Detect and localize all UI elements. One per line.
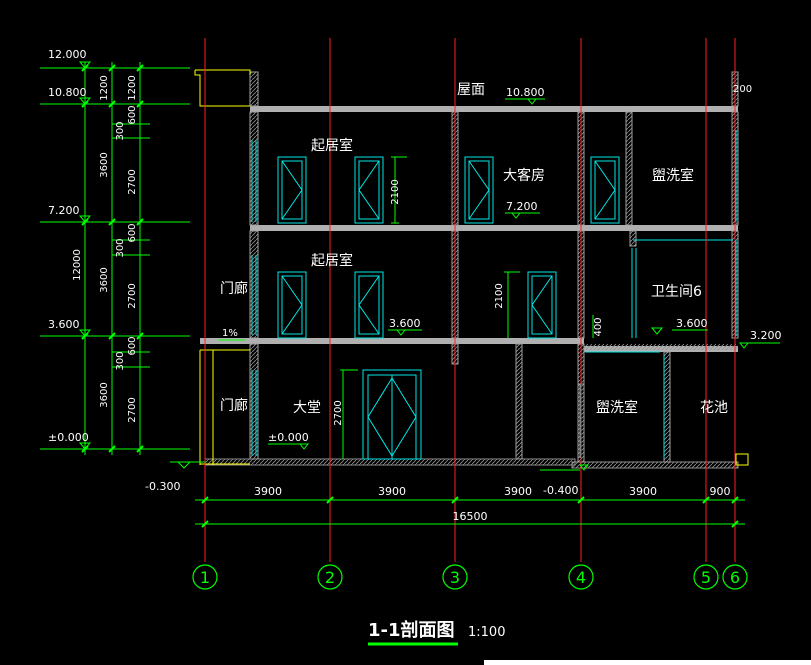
room-roof: 屋面 bbox=[457, 82, 485, 98]
window-f3-a bbox=[277, 156, 307, 224]
window-f3-b bbox=[354, 156, 384, 224]
axis-label-4: 4 bbox=[576, 568, 586, 587]
bottom-dimension-lines bbox=[195, 496, 745, 528]
inline-level-labels: 10.800 7.200 3.600 3.600 3.200 ±0.000 -0… bbox=[268, 86, 782, 497]
wall-flower bbox=[663, 351, 671, 463]
bath-floor-hatch bbox=[584, 344, 738, 350]
axis-lines bbox=[204, 38, 736, 562]
room-wash-f1: 盥洗室 bbox=[596, 399, 638, 416]
window-f2-a bbox=[277, 271, 307, 339]
level-labels: 12.000 10.800 7.200 3.600 ±0.000 -0.300 bbox=[48, 48, 180, 493]
dim-outer-3600-c: 3600 bbox=[99, 382, 110, 407]
sill-height: 400 bbox=[593, 317, 604, 336]
frame-corner bbox=[484, 660, 811, 665]
title-block: 1-1剖面图 1:100 bbox=[368, 619, 505, 646]
left-dimension-lines bbox=[40, 61, 205, 469]
floor2-slab bbox=[200, 338, 584, 344]
room-living-f2: 起居室 bbox=[311, 252, 353, 269]
window-f2-b bbox=[354, 271, 384, 339]
level-roof: 10.800 bbox=[48, 86, 87, 99]
dim-inner-600-b: 600 bbox=[127, 223, 138, 242]
bottom-dim-values: 3900 3900 3900 3900 900 16500 bbox=[254, 485, 731, 523]
windows bbox=[251, 130, 737, 460]
axis-label-1: 1 bbox=[200, 568, 210, 587]
height-marks bbox=[340, 156, 594, 459]
ground-slab-right bbox=[571, 461, 739, 469]
axis-label-6: 6 bbox=[730, 568, 740, 587]
dim-inner-2700-b: 2700 bbox=[127, 283, 138, 308]
dim-total-12000: 12000 bbox=[72, 249, 83, 281]
slabs bbox=[200, 106, 739, 469]
slope-label: 1% bbox=[222, 328, 238, 339]
door-height: 2700 bbox=[333, 400, 344, 425]
level-floor3: 7.200 bbox=[48, 204, 80, 217]
parapet-label: 200 bbox=[733, 84, 752, 95]
door-hall bbox=[362, 369, 422, 460]
drawing-scale: 1:100 bbox=[468, 625, 505, 640]
room-labels: 屋面 起居室 大客房 盥洗室 起居室 门廊 卫生间6 门廊 大堂 盥洗室 花池 bbox=[220, 82, 728, 416]
dim-outer-1200: 1200 bbox=[99, 75, 110, 100]
right-out-level: 3.200 bbox=[750, 329, 782, 342]
axis-label-5: 5 bbox=[701, 568, 711, 587]
axis-bubbles bbox=[192, 564, 748, 590]
f2-level-right: 3.600 bbox=[676, 317, 708, 330]
dim-outer-3600-a: 3600 bbox=[99, 152, 110, 177]
wall-left-f1 bbox=[249, 343, 259, 460]
room-corridor-f2: 门廊 bbox=[220, 280, 248, 297]
level-roof-top: 12.000 bbox=[48, 48, 87, 61]
misc-labels: 1% 200 2100 2100 2700 400 bbox=[222, 84, 752, 426]
dim-inner-2700-c: 2700 bbox=[127, 397, 138, 422]
level-outside: -0.300 bbox=[145, 480, 180, 493]
window-height-2: 2100 bbox=[494, 283, 505, 308]
window-height-1: 2100 bbox=[390, 179, 401, 204]
span-3-4: 3900 bbox=[504, 485, 532, 498]
f2-level-mid: 3.600 bbox=[389, 317, 421, 330]
inline-level-markers bbox=[218, 98, 780, 471]
dim-outer-3600-b: 3600 bbox=[99, 267, 110, 292]
room-living-f3: 起居室 bbox=[311, 137, 353, 154]
window-f2-c bbox=[527, 271, 557, 339]
wall-left-f2 bbox=[249, 230, 259, 339]
room-flower: 花池 bbox=[700, 400, 728, 416]
drawing-title: 1-1剖面图 bbox=[368, 619, 455, 641]
room-wash-f3: 盥洗室 bbox=[652, 167, 694, 184]
dim-inner-2700-a: 2700 bbox=[127, 169, 138, 194]
f3-level-mid: 7.200 bbox=[506, 200, 538, 213]
dim-inner-600-a: 600 bbox=[127, 105, 138, 124]
span-2-3: 3900 bbox=[378, 485, 406, 498]
wall-630-f2 bbox=[629, 230, 637, 247]
dim-inner-300-c: 300 bbox=[115, 351, 126, 370]
room-guest: 大客房 bbox=[503, 167, 545, 184]
dim-inner-1200: 1200 bbox=[127, 75, 138, 100]
dim-inner-300-b: 300 bbox=[115, 238, 126, 257]
room-hall: 大堂 bbox=[293, 400, 321, 416]
level-floor2: 3.600 bbox=[48, 318, 80, 331]
low-level: -0.400 bbox=[543, 484, 578, 497]
parapet-left bbox=[249, 71, 259, 107]
floor3-slab bbox=[250, 225, 738, 231]
span-5-6: 900 bbox=[710, 485, 731, 498]
roof-level-mid: 10.800 bbox=[506, 86, 545, 99]
left-dim-values: 12000 1200 3600 3600 3600 1200 600 300 2… bbox=[72, 75, 138, 422]
span-1-2: 3900 bbox=[254, 485, 282, 498]
room-bath: 卫生间6 bbox=[651, 284, 702, 300]
axis-label-2: 2 bbox=[325, 568, 335, 587]
span-4-5: 3900 bbox=[629, 485, 657, 498]
dim-inner-600-c: 600 bbox=[127, 336, 138, 355]
axis-label-3: 3 bbox=[450, 568, 460, 587]
wall-mid-f1 bbox=[515, 343, 523, 460]
roof-parapet bbox=[194, 69, 749, 466]
ground-in-level: ±0.000 bbox=[268, 431, 309, 444]
window-f3-d bbox=[590, 156, 620, 224]
wall-left-f3 bbox=[249, 111, 259, 226]
roof-slab bbox=[250, 106, 738, 112]
level-ground: ±0.000 bbox=[48, 431, 89, 444]
ground-slab bbox=[204, 458, 576, 466]
wall-625-f3 bbox=[625, 111, 633, 226]
window-f3-c bbox=[464, 156, 494, 224]
span-total: 16500 bbox=[453, 510, 488, 523]
room-corridor-f1: 门廊 bbox=[220, 397, 248, 414]
dim-inner-300-a: 300 bbox=[115, 121, 126, 140]
